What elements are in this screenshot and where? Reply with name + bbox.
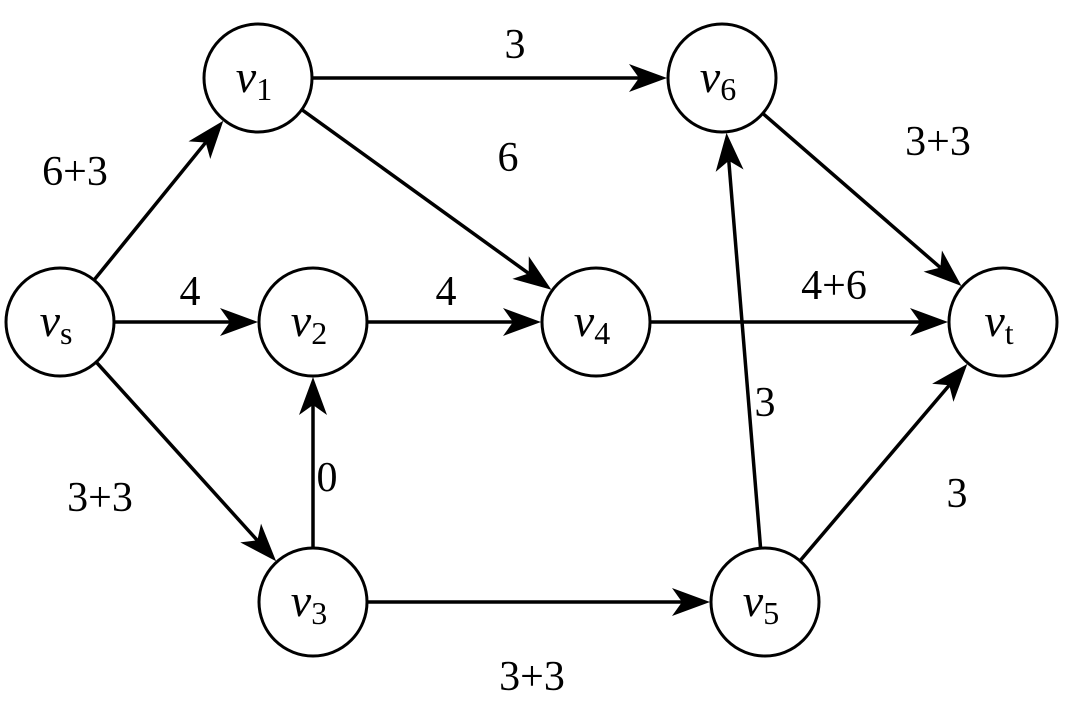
edge-vs-v1 [92, 120, 224, 282]
node-label-letter: v [700, 51, 721, 102]
arrow-head-icon [910, 308, 948, 336]
edge-label-vs-v3: 3+3 [67, 475, 133, 521]
edge-line [798, 384, 951, 562]
node-vt: vt [947, 266, 1059, 378]
node-v6: v6 [666, 22, 778, 134]
node-label: v3 [291, 575, 327, 631]
edge-label-v3-v2: 0 [317, 455, 338, 501]
node-label-letter: v [984, 295, 1005, 346]
arrow-head-icon [240, 523, 277, 562]
edge-v2-v4 [367, 308, 541, 336]
node-label-subscript: t [1005, 315, 1014, 351]
edge-label-v1-v6: 3 [505, 22, 526, 68]
arrow-head-icon [932, 363, 968, 402]
node-label-subscript: 5 [763, 595, 779, 631]
node-v3: v3 [257, 546, 369, 658]
edge-label-v2-v4: 4 [436, 269, 457, 315]
node-label: v1 [236, 51, 272, 107]
edge-v4-vt [650, 308, 948, 336]
edge-labels-layer: 6+3 4 3+3 3 6 4 0 3+3 4+6 3 3 3+3 [42, 22, 971, 700]
node-label-letter: v [291, 295, 312, 346]
node-circle [257, 266, 369, 378]
arrow-head-icon [715, 132, 744, 172]
edge-v1-v4 [300, 108, 552, 290]
edge-line [761, 112, 942, 269]
arrow-head-icon [503, 308, 541, 336]
edge-vs-v2 [114, 308, 258, 336]
edge-line [94, 360, 259, 542]
edge-label-v5-v6: 3 [755, 380, 776, 426]
node-label-letter: v [743, 575, 764, 626]
edge-label-v6-vt: 3+3 [905, 119, 971, 165]
node-label-subscript: 4 [594, 315, 610, 351]
node-label-subscript: 1 [256, 71, 272, 107]
node-v5: v5 [709, 546, 821, 658]
edge-label-v1-v4: 6 [498, 135, 519, 181]
edge-label-v4-vt: 4+6 [801, 263, 867, 309]
node-circle [709, 546, 821, 658]
arrow-head-icon [629, 64, 667, 92]
node-vs: vs [4, 266, 116, 378]
node-label: v2 [291, 295, 327, 351]
node-label-letter: v [574, 295, 595, 346]
node-circle [202, 22, 314, 134]
arrow-head-icon [512, 256, 552, 290]
node-label-subscript: s [60, 315, 72, 351]
node-circle [540, 266, 652, 378]
edge-line [727, 160, 763, 549]
node-circle [947, 266, 1059, 378]
edge-line [92, 141, 208, 282]
node-label-subscript: 3 [311, 595, 327, 631]
edge-v3-v2 [299, 377, 327, 548]
edge-label-vs-v2: 4 [180, 269, 201, 315]
node-label: v5 [743, 575, 779, 631]
node-label-subscript: 6 [720, 71, 736, 107]
node-label-letter: v [291, 575, 312, 626]
node-v1: v1 [202, 22, 314, 134]
node-label: vt [984, 295, 1013, 351]
edge-v5-v6 [715, 132, 763, 549]
edge-label-v5-vt: 3 [947, 471, 968, 517]
edge-vs-v3 [94, 360, 277, 562]
node-v4: v4 [540, 266, 652, 378]
edge-label-vs-v1: 6+3 [42, 149, 108, 195]
edge-v6-vt [761, 112, 962, 286]
node-v2: v2 [257, 266, 369, 378]
node-circle [4, 266, 116, 378]
edge-v1-v6 [312, 64, 667, 92]
arrow-head-icon [188, 120, 224, 160]
node-label: v6 [700, 51, 736, 107]
arrow-head-icon [220, 308, 258, 336]
node-label-letter: v [236, 51, 257, 102]
node-circle [257, 546, 369, 658]
edges-layer [92, 64, 968, 616]
node-label-letter: v [40, 295, 61, 346]
arrow-head-icon [299, 377, 327, 415]
edge-v3-v5 [367, 588, 710, 616]
edge-label-v3-v5: 3+3 [499, 654, 565, 700]
node-label: vs [40, 295, 73, 351]
node-label: v4 [574, 295, 610, 351]
edge-line [300, 108, 530, 275]
arrow-head-icon [923, 250, 962, 286]
edge-v5-vt [798, 363, 968, 562]
node-label-subscript: 2 [311, 315, 327, 351]
node-circle [666, 22, 778, 134]
arrow-head-icon [672, 588, 710, 616]
